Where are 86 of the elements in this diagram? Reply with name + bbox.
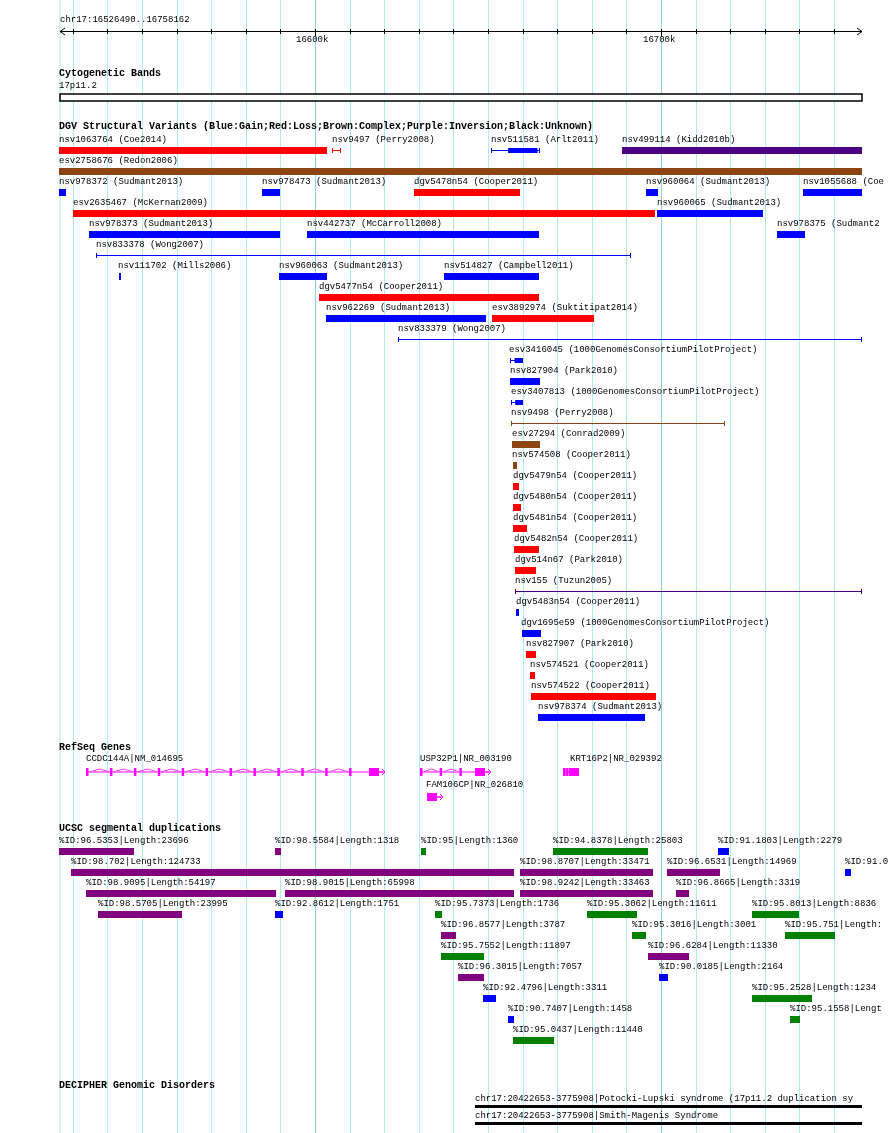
variant-label: dgv514n67 (Park2010) xyxy=(515,555,624,566)
variant-label: dgv5477n54 (Cooper2011) xyxy=(319,282,444,293)
variant-label: esv27294 (Conrad2009) xyxy=(512,429,626,440)
variant-label: dgv5482n54 (Cooper2011) xyxy=(514,534,639,545)
duplication-label: %ID:91.1803|Length:2279 xyxy=(718,836,843,847)
variant-label: dgv5480n54 (Cooper2011) xyxy=(513,492,638,503)
duplication-label: %ID:96.8577|Length:3787 xyxy=(441,920,566,931)
variant-label: nsv827907 (Park2010) xyxy=(526,639,635,650)
variant-label: nsv978373 (Sudmant2013) xyxy=(89,219,214,230)
variant-label: dgv5481n54 (Cooper2011) xyxy=(513,513,638,524)
duplication-label: %ID:96.6531|Length:14969 xyxy=(667,857,797,868)
duplication-label: %ID:95.1558|Lengt xyxy=(790,1004,882,1015)
band-label: 17p11.2 xyxy=(59,81,97,92)
duplication-label: %ID:98.702|Length:124733 xyxy=(71,857,201,868)
duplication-label: %ID:96.6284|Length:11330 xyxy=(648,941,778,952)
variant-label: dgv1695e59 (1000GenomesConsortiumPilotProject) xyxy=(521,618,770,629)
track-heading: DGV Structural Variants (Blue:Gain;Red:Loss;Brown:Complex;Purple:Inversion;Black:Unknown) xyxy=(59,121,594,132)
duplication-label: %ID:95.8013|Length:8836 xyxy=(752,899,877,910)
duplication-label: %ID:98.9095|Length:54197 xyxy=(86,878,216,889)
variant-label: nsv833378 (Wong2007) xyxy=(96,240,205,251)
variant-label: dgv5483n54 (Cooper2011) xyxy=(516,597,641,608)
variant-label: esv3416045 (1000GenomesConsortiumPilotProject) xyxy=(509,345,758,356)
variant-label: esv2758676 (Redon2006) xyxy=(59,156,178,167)
variant-label: nsv574522 (Cooper2011) xyxy=(531,681,650,692)
duplication-label: %ID:98.5705|Length:23995 xyxy=(98,899,228,910)
duplication-label: %ID:95.3062|Length:11611 xyxy=(587,899,717,910)
variant-label: nsv833379 (Wong2007) xyxy=(398,324,507,335)
gene-label: USP32P1|NR_003190 xyxy=(420,754,512,765)
variant-label: nsv1063764 (Coe2014) xyxy=(59,135,168,146)
variant-label: nsv111702 (Mills2006) xyxy=(118,261,232,272)
variant-label: esv3407813 (1000GenomesConsortiumPilotProject) xyxy=(511,387,760,398)
disorder-label: chr17:20422653-3775908|Smith-Magenis Syndrome xyxy=(475,1111,719,1122)
track-heading: DECIPHER Genomic Disorders xyxy=(59,1080,216,1091)
gene-label: KRT16P2|NR_029392 xyxy=(570,754,662,765)
axis-label: 16600k xyxy=(296,35,329,46)
duplication-label: %ID:95.751|Length: xyxy=(785,920,883,931)
variant-label: nsv978375 (Sudmant2 xyxy=(777,219,880,230)
variant-label: nsv960064 (Sudmant2013) xyxy=(646,177,771,188)
variant-label: nsv511581 (Arlt2011) xyxy=(491,135,600,146)
variant-label: nsv978473 (Sudmant2013) xyxy=(262,177,387,188)
duplication-label: %ID:92.4796|Length:3311 xyxy=(483,983,608,994)
variant-label: nsv978374 (Sudmant2013) xyxy=(538,702,663,713)
gene-label: FAM106CP|NR_026810 xyxy=(426,780,524,791)
duplication-label: %ID:98.9015|Length:65998 xyxy=(285,878,415,889)
duplication-label: %ID:90.7407|Length:1458 xyxy=(508,1004,633,1015)
duplication-label: %ID:96.8665|Length:3319 xyxy=(676,878,801,889)
duplication-label: %ID:95.7552|Length:11897 xyxy=(441,941,571,952)
variant-label: nsv960063 (Sudmant2013) xyxy=(279,261,404,272)
variant-label: esv3892974 (Suktitipat2014) xyxy=(492,303,638,314)
variant-label: esv2635467 (McKernan2009) xyxy=(73,198,209,209)
variant-label: nsv960065 (Sudmant2013) xyxy=(657,198,782,209)
duplication-label: %ID:98.8707|Length:33471 xyxy=(520,857,650,868)
variant-label: nsv514827 (Campbell2011) xyxy=(444,261,574,272)
disorder-label: chr17:20422653-3775908|Potocki-Lupski syndrome (17p11.2 duplication sy xyxy=(475,1094,854,1105)
variant-label: dgv5478n54 (Cooper2011) xyxy=(414,177,539,188)
duplication-label: %ID:95.7373|Length:1736 xyxy=(435,899,560,910)
duplication-label: %ID:98.9242|Length:33463 xyxy=(520,878,650,889)
track-heading: RefSeq Genes xyxy=(59,742,131,753)
variant-label: nsv962269 (Sudmant2013) xyxy=(326,303,451,314)
duplication-label: %ID:96.5353|Length:23696 xyxy=(59,836,189,847)
track-heading: UCSC segmental duplications xyxy=(59,823,222,834)
variant-label: nsv155 (Tuzun2005) xyxy=(515,576,613,587)
coordinate-label: chr17:16526490..16758162 xyxy=(60,15,190,26)
variant-label: nsv9497 (Perry2008) xyxy=(332,135,435,146)
duplication-label: %ID:96.3015|Length:7057 xyxy=(458,962,583,973)
variant-label: nsv1055688 (Coe xyxy=(803,177,884,188)
duplication-label: %ID:91.0 xyxy=(845,857,889,868)
duplication-label: %ID:90.0185|Length:2164 xyxy=(659,962,784,973)
duplication-label: %ID:95|Length:1360 xyxy=(421,836,519,847)
axis-label: 16700k xyxy=(643,35,676,46)
variant-label: nsv978372 (Sudmant2013) xyxy=(59,177,184,188)
variant-label: dgv5479n54 (Cooper2011) xyxy=(513,471,638,482)
variant-label: nsv574521 (Cooper2011) xyxy=(530,660,649,671)
duplication-label: %ID:95.3016|Length:3001 xyxy=(632,920,757,931)
track-heading: Cytogenetic Bands xyxy=(59,68,162,79)
duplication-label: %ID:95.2528|Length:1234 xyxy=(752,983,877,994)
variant-label: nsv442737 (McCarroll2008) xyxy=(307,219,443,230)
duplication-label: %ID:92.8612|Length:1751 xyxy=(275,899,400,910)
gene-label: CCDC144A|NM_014695 xyxy=(86,754,184,765)
duplication-label: %ID:94.8378|Length:25803 xyxy=(553,836,683,847)
duplication-label: %ID:95.0437|Length:11440 xyxy=(513,1025,643,1036)
duplication-label: %ID:98.5584|Length:1318 xyxy=(275,836,400,847)
variant-label: nsv827904 (Park2010) xyxy=(510,366,619,377)
variant-label: nsv9498 (Perry2008) xyxy=(511,408,614,419)
variant-label: nsv499114 (Kidd2010b) xyxy=(622,135,736,146)
variant-label: nsv574508 (Cooper2011) xyxy=(512,450,631,461)
